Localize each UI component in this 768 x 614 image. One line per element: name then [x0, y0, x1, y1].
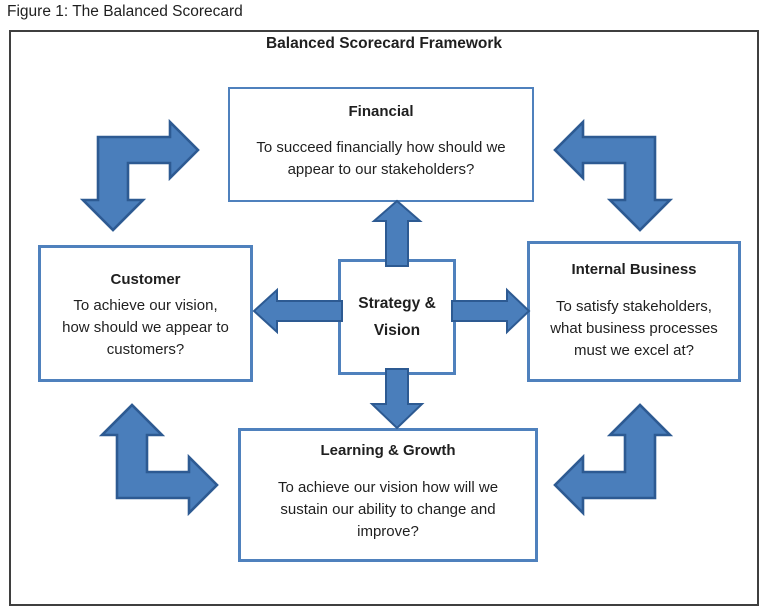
financial-body-line: To succeed financially how should we [256, 139, 506, 156]
figure-caption: Figure 1: The Balanced Scorecard [7, 3, 243, 20]
learning-growth-box: Learning & Growth To achieve our vision … [238, 428, 538, 562]
strategy-vision-line: Vision [373, 322, 421, 339]
internal-business-box-body: To satisfy stakeholders, what business p… [530, 296, 738, 362]
learning-growth-box-body: To achieve our vision how will we sustai… [241, 477, 535, 543]
learning-growth-box-title: Learning & Growth [320, 442, 456, 459]
financial-box-body: To succeed financially how should we app… [230, 137, 532, 181]
customer-body-line: how should we appear to [62, 319, 229, 336]
customer-body-line: To achieve our vision, [73, 297, 218, 314]
internal-business-box: Internal Business To satisfy stakeholder… [527, 241, 741, 382]
customer-body-line: customers? [106, 341, 185, 358]
learning-growth-body-line: To achieve our vision how will we [277, 479, 499, 496]
strategy-vision-line: Strategy & [358, 295, 436, 312]
customer-box-title: Customer [110, 271, 181, 288]
customer-box-body: To achieve our vision, how should we app… [41, 295, 250, 361]
customer-box: Customer To achieve our vision, how shou… [38, 245, 253, 382]
internal-business-body-line: what business processes [550, 320, 718, 337]
internal-business-body-line: To satisfy stakeholders, [556, 298, 712, 315]
diagram-title: Balanced Scorecard Framework [265, 35, 503, 52]
financial-box-title: Financial [348, 103, 414, 120]
strategy-vision-box: Strategy & Vision [338, 259, 456, 375]
internal-business-box-title: Internal Business [571, 261, 697, 278]
financial-body-line: appear to our stakeholders? [287, 161, 475, 178]
internal-business-body-line: must we excel at? [573, 342, 695, 359]
learning-growth-body-line: sustain our ability to change and [280, 501, 496, 518]
learning-growth-body-line: improve? [357, 523, 419, 540]
financial-box: Financial To succeed financially how sho… [228, 87, 534, 202]
